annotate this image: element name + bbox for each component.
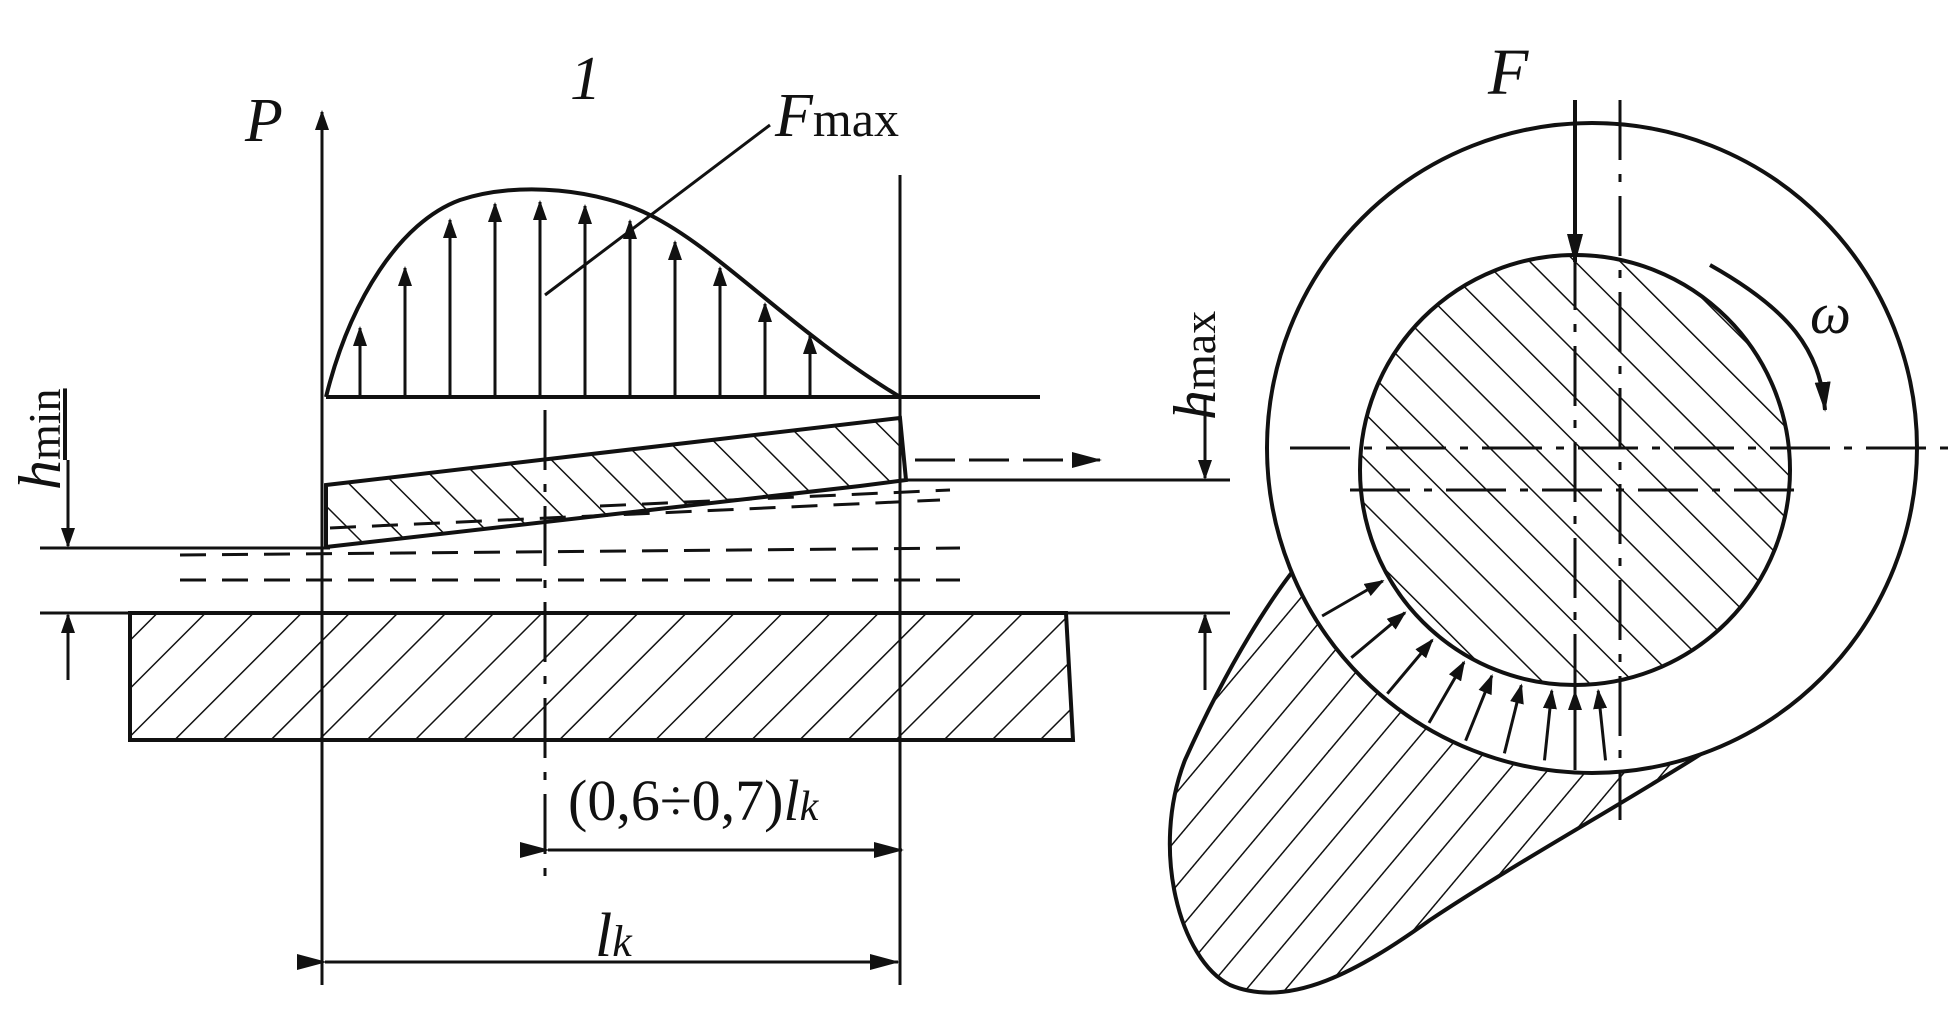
label-lk-k: k bbox=[612, 917, 632, 966]
label-partial-coeff: (0,6÷0,7) bbox=[568, 768, 784, 833]
journal-pressure-arrow bbox=[1350, 611, 1407, 659]
journal-pressure-arrow bbox=[1593, 688, 1608, 761]
pressure-curve bbox=[324, 187, 902, 399]
slider-bearing-group bbox=[128, 187, 1076, 742]
journal-pressure-arrow bbox=[1321, 579, 1385, 618]
journal-pressure-arrow bbox=[1427, 660, 1466, 724]
journal-pressure-arrow bbox=[1502, 683, 1524, 754]
label-lk-l: l bbox=[595, 902, 613, 970]
label-partial-l: l bbox=[783, 768, 800, 833]
journal-bearing-group bbox=[1167, 121, 1919, 995]
journal-center-lines bbox=[1290, 100, 1950, 820]
label-fmax-sub: max bbox=[812, 91, 899, 147]
label-omega: ω bbox=[1810, 281, 1851, 346]
label-p: P bbox=[245, 87, 283, 155]
journal-pressure-arrow bbox=[1386, 638, 1434, 695]
journal-pressure-arrow bbox=[1542, 688, 1557, 761]
label-fmax: Fmax bbox=[775, 85, 899, 147]
label-fmax-f: F bbox=[775, 82, 813, 150]
journal-pressure-arrow bbox=[1464, 673, 1494, 742]
pressure-arrows bbox=[353, 200, 817, 397]
journal-pressure-arrows bbox=[1321, 579, 1608, 762]
oil-film bbox=[179, 488, 961, 582]
label-hmax-sub: max bbox=[1174, 310, 1225, 390]
fmax-leader bbox=[544, 123, 771, 297]
tilted-pad bbox=[324, 415, 909, 550]
label-hmin-sub: min bbox=[19, 388, 70, 460]
label-1: 1 bbox=[570, 45, 601, 113]
label-hmin: hmin bbox=[7, 388, 73, 490]
label-partial-k: k bbox=[799, 784, 819, 830]
label-lk: lk bbox=[595, 905, 632, 967]
label-hmax: hmax bbox=[1162, 310, 1228, 420]
label-f: F bbox=[1488, 36, 1529, 109]
label-partial-length: (0,6÷0,7)lk bbox=[568, 772, 818, 830]
base-plate bbox=[128, 611, 1076, 742]
label-hmin-h: h bbox=[7, 460, 73, 490]
rotation-arrow bbox=[1709, 263, 1831, 412]
label-hmax-h: h bbox=[1162, 390, 1228, 420]
